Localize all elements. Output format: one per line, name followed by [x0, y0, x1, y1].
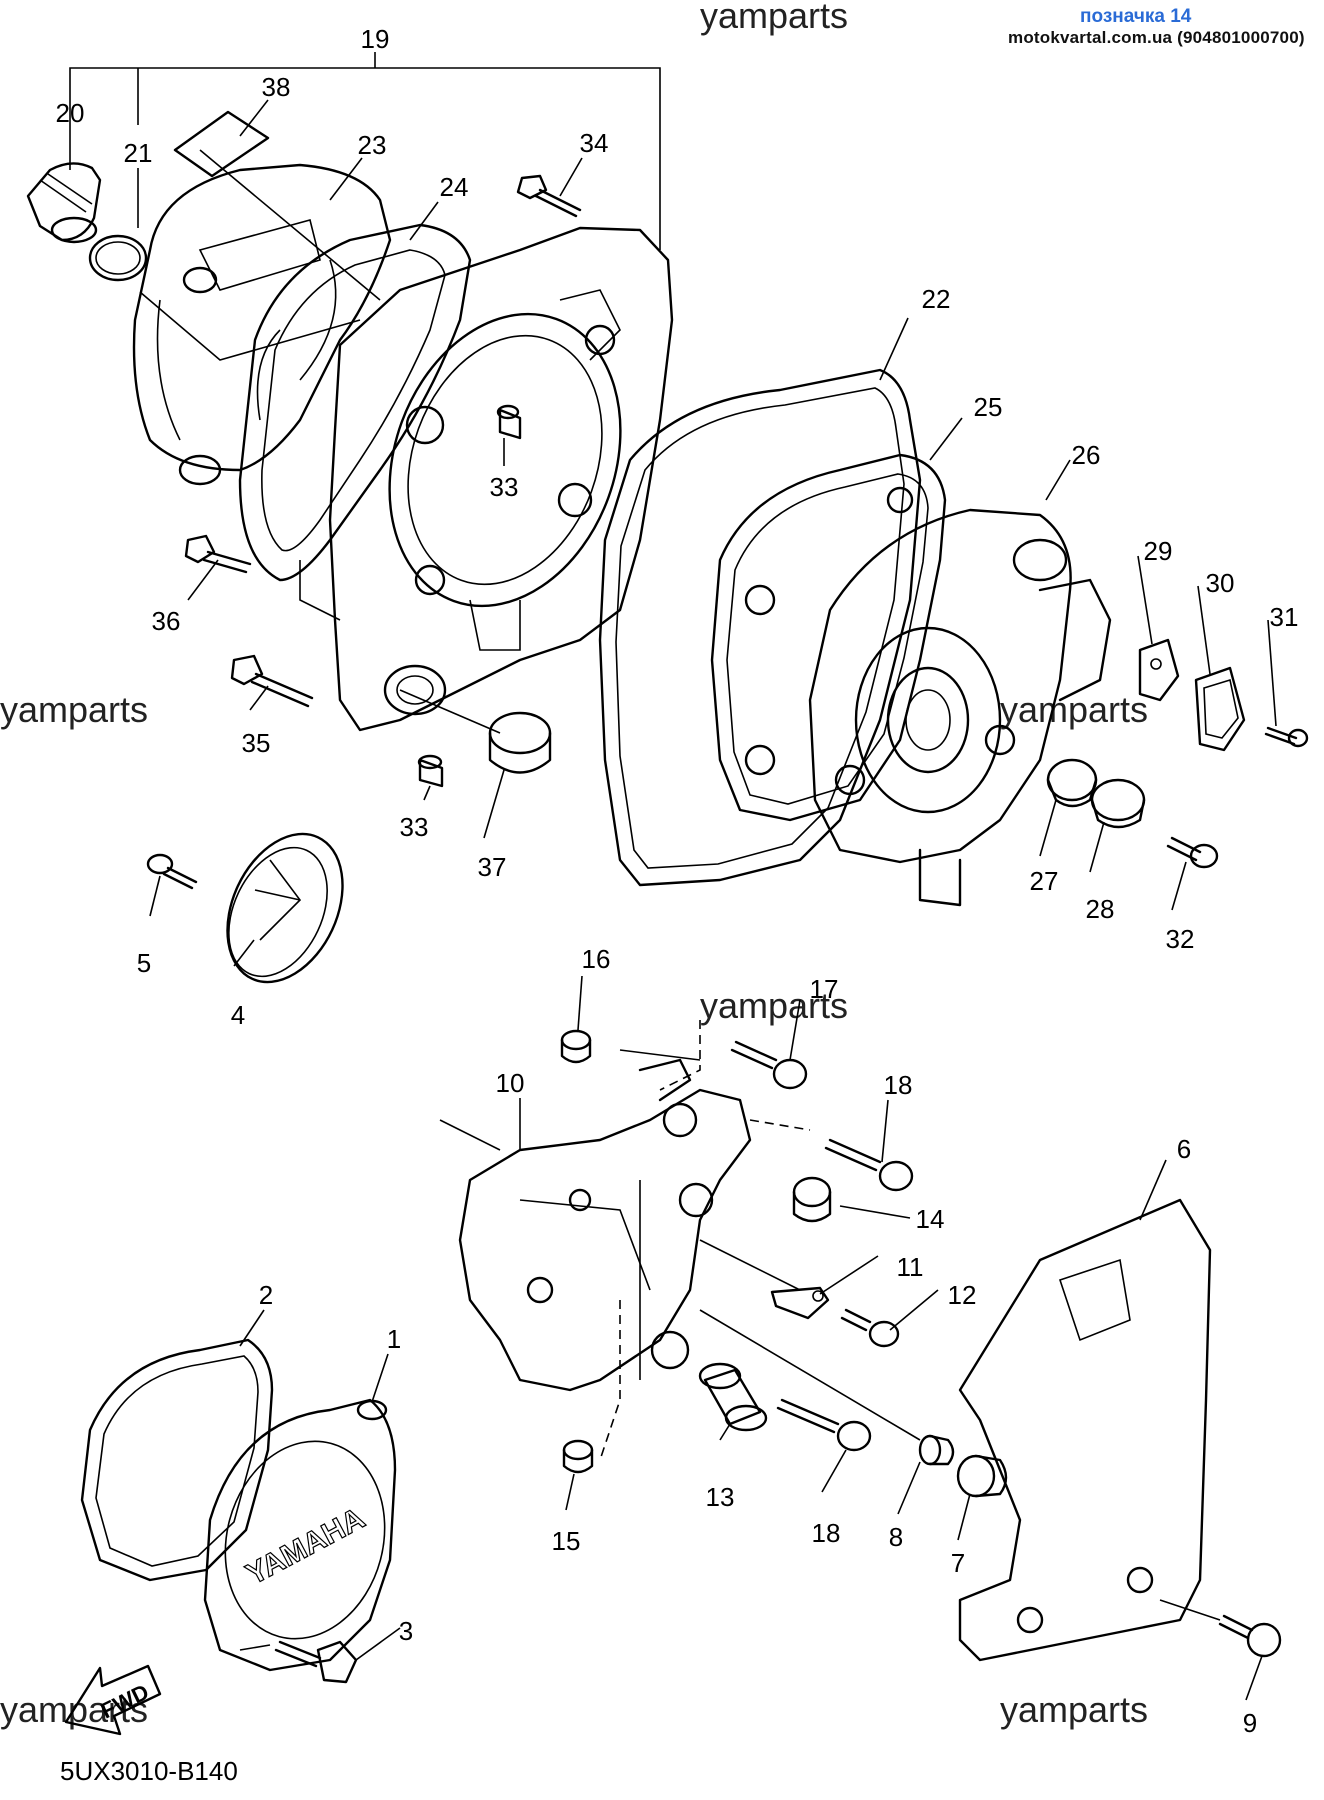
- callout-9: 9: [1243, 1708, 1257, 1738]
- part-36-bolt: [184, 534, 252, 574]
- part-13-collar: [698, 1362, 768, 1432]
- part-14-collar: [792, 1176, 832, 1223]
- part-3-bolt: [274, 1640, 358, 1684]
- callout-13: 13: [706, 1482, 735, 1512]
- part-26-cover: [808, 508, 1112, 907]
- part-38-label: [173, 110, 270, 178]
- callout-35: 35: [242, 728, 271, 758]
- yamaha-logo: YAMAHA: [241, 1502, 370, 1592]
- part-16-dowel: [560, 1029, 592, 1064]
- callout-18-upper: 18: [884, 1070, 913, 1100]
- callout-26: 26: [1072, 440, 1101, 470]
- part-23-crankcase-cover: [132, 163, 392, 486]
- part-7-grommet: [956, 1454, 1008, 1498]
- callout-5: 5: [137, 948, 151, 978]
- part-21-o-ring: [88, 234, 148, 282]
- watermark-right: yamparts: [1000, 689, 1148, 730]
- part-10-cover: [458, 1058, 752, 1392]
- diagram-code: 5UX3010-B140: [60, 1756, 238, 1786]
- callout-15: 15: [552, 1526, 581, 1556]
- callout-37: 37: [478, 852, 507, 882]
- callout-34: 34: [580, 128, 609, 158]
- callout-25: 25: [974, 392, 1003, 422]
- part-37-plug: [488, 711, 552, 774]
- part-11-clip: [770, 1286, 830, 1320]
- part-9-bolt: [1218, 1614, 1282, 1658]
- callout-31: 31: [1270, 602, 1299, 632]
- part-31-screw: [1264, 726, 1309, 748]
- callout-16: 16: [582, 944, 611, 974]
- part-25-gasket: [710, 453, 947, 822]
- callout-29: 29: [1144, 536, 1173, 566]
- part-30-grommet: [1194, 666, 1246, 752]
- part-6-sprocket-cover: [958, 1198, 1212, 1662]
- part-20-oil-filler-cap: [26, 162, 102, 244]
- part-28-grommet: [1090, 778, 1146, 829]
- part-29-plate: [1138, 638, 1180, 702]
- part-27-grommet: [1046, 758, 1098, 808]
- part-5-screw: [146, 853, 198, 890]
- leader-lines: [69, 99, 1277, 1701]
- callout-24: 24: [440, 172, 469, 202]
- callout-18-lower: 18: [812, 1518, 841, 1548]
- callout-27: 27: [1030, 866, 1059, 896]
- watermark-center: yamparts: [700, 985, 848, 1026]
- callout-14: 14: [916, 1204, 945, 1234]
- callout-2: 2: [259, 1280, 273, 1310]
- watermark-top: yamparts: [700, 0, 848, 36]
- callout-3: 3: [399, 1616, 413, 1646]
- part-19-crankcase-cover-assembly: [328, 226, 674, 732]
- callout-20: 20: [56, 98, 85, 128]
- callout-33-lower: 33: [400, 812, 429, 842]
- part-18-bolt-upper: [824, 1138, 914, 1192]
- callout-8: 8: [889, 1522, 903, 1552]
- part-8-washer: [918, 1434, 955, 1466]
- part-34-bolt: [516, 174, 582, 218]
- part-33-dowel-pin-lower: [417, 754, 444, 788]
- part-15-dowel: [562, 1439, 594, 1474]
- callout-17: 17: [810, 974, 839, 1004]
- part-1-crankcase-cover: YAMAHA: [203, 1398, 397, 1672]
- watermark-bottom-right: yamparts: [1000, 1689, 1148, 1730]
- callout-23: 23: [358, 130, 387, 160]
- callout-32: 32: [1166, 924, 1195, 954]
- part-18-bolt-lower: [776, 1398, 872, 1452]
- alignment-lines: [139, 149, 1221, 1651]
- callout-4: 4: [231, 1000, 245, 1030]
- part-4-cover: [226, 832, 344, 984]
- part-33-dowel-pin-upper: [496, 404, 522, 440]
- callout-28: 28: [1086, 894, 1115, 924]
- callout-11: 11: [897, 1252, 924, 1282]
- part-17-bolt: [730, 1040, 808, 1090]
- part-32-screw: [1166, 836, 1219, 869]
- callout-1: 1: [387, 1324, 401, 1354]
- callout-6: 6: [1177, 1134, 1191, 1164]
- callout-labels: 19 38 20 21 23 24 34 33 22 25 26 29 30 3…: [56, 24, 1299, 1738]
- header-site-reference: motokvartal.com.ua (904801000700): [1008, 28, 1305, 47]
- assembly-bracket-19: [69, 52, 661, 250]
- callout-36: 36: [152, 606, 181, 636]
- part-2-gasket: [80, 1338, 274, 1582]
- callout-10: 10: [496, 1068, 525, 1098]
- part-35-bolt: [230, 654, 314, 708]
- callout-33-upper: 33: [490, 472, 519, 502]
- part-12-bolt: [840, 1308, 900, 1348]
- callout-30: 30: [1206, 568, 1235, 598]
- callout-38: 38: [262, 72, 291, 102]
- callout-7: 7: [951, 1548, 965, 1578]
- callout-19: 19: [361, 24, 390, 54]
- callout-21: 21: [124, 138, 153, 168]
- part-22-gasket: [598, 368, 922, 887]
- part-24-gasket: [238, 223, 472, 582]
- callout-12: 12: [948, 1280, 977, 1310]
- header-title: позначка 14: [1080, 6, 1192, 27]
- callout-22: 22: [922, 284, 951, 314]
- watermark-left: yamparts: [0, 689, 148, 730]
